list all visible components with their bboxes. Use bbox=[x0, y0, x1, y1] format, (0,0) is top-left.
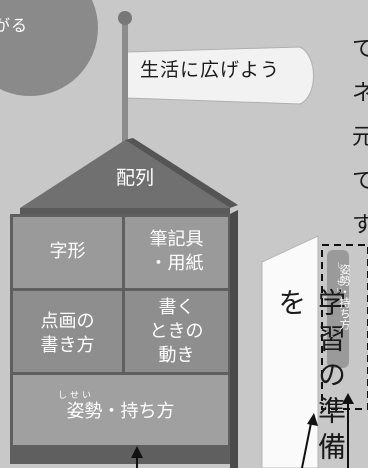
corner-circle bbox=[0, 0, 98, 96]
roof bbox=[20, 140, 230, 208]
roof-label: 配列 bbox=[115, 167, 154, 189]
flag-pole-knob bbox=[118, 11, 132, 25]
flag-pole bbox=[122, 20, 128, 150]
block-kakutoki-line3: 動き bbox=[158, 345, 195, 366]
block-tenkaku-line2: 書き方 bbox=[40, 335, 95, 356]
block-tenkaku-bg bbox=[13, 291, 122, 372]
block-tenkaku-line1: 点画の bbox=[40, 311, 95, 332]
right-char-3: 元 bbox=[352, 125, 368, 150]
block-shisei-label: 姿勢・持ち方 bbox=[66, 401, 175, 422]
corner-label: がる bbox=[0, 16, 29, 35]
tower-side bbox=[230, 210, 238, 468]
roof-side bbox=[125, 138, 238, 208]
flag-label: 生活に広げよう bbox=[140, 59, 281, 81]
arrow-left-head bbox=[131, 446, 143, 458]
right-char-2: ネ bbox=[352, 81, 368, 106]
block-tenkaku: 点画の 書き方 bbox=[13, 310, 122, 358]
block-hikkigu-bg bbox=[125, 217, 228, 288]
side-tab bbox=[327, 250, 349, 368]
flag bbox=[125, 46, 314, 105]
block-hikkigu-line2: ・用紙 bbox=[149, 253, 204, 274]
side-panel-title: 学習の準備を bbox=[274, 288, 347, 468]
block-kakutoki-line1: 書く bbox=[158, 297, 195, 318]
side-panel bbox=[261, 235, 319, 468]
right-char-4: て bbox=[352, 169, 368, 194]
block-shisei: 姿勢・持ち方 bbox=[13, 400, 228, 424]
block-jikei: 字形 bbox=[13, 240, 122, 264]
side-tab-ruby: し せい bbox=[335, 262, 342, 295]
block-kakutoki-bg bbox=[125, 291, 228, 372]
roof-eave bbox=[20, 208, 230, 214]
block-jikei-label: 字形 bbox=[49, 241, 86, 262]
block-hikkigu: 筆記具 ・用紙 bbox=[125, 228, 228, 276]
block-shisei-ruby: しせい bbox=[58, 391, 95, 401]
block-hikkigu-line1: 筆記具 bbox=[149, 229, 204, 250]
block-kakutoki-line2: ときの bbox=[149, 321, 204, 342]
block-jikei-bg bbox=[13, 217, 122, 288]
arrow-right-head bbox=[342, 393, 354, 404]
block-shisei-bg bbox=[13, 375, 228, 445]
arrow-panel-head bbox=[307, 413, 318, 426]
right-column-text: て ネ 元 て す bbox=[352, 28, 368, 248]
right-char-1: て bbox=[352, 37, 368, 62]
side-tab-label: 姿勢・持ち方 bbox=[338, 264, 351, 330]
dashed-box bbox=[321, 244, 368, 410]
arrow-panel-shaft bbox=[301, 417, 313, 468]
right-char-5: す bbox=[352, 213, 368, 238]
block-kakutoki: 書く ときの 動き bbox=[125, 296, 228, 368]
